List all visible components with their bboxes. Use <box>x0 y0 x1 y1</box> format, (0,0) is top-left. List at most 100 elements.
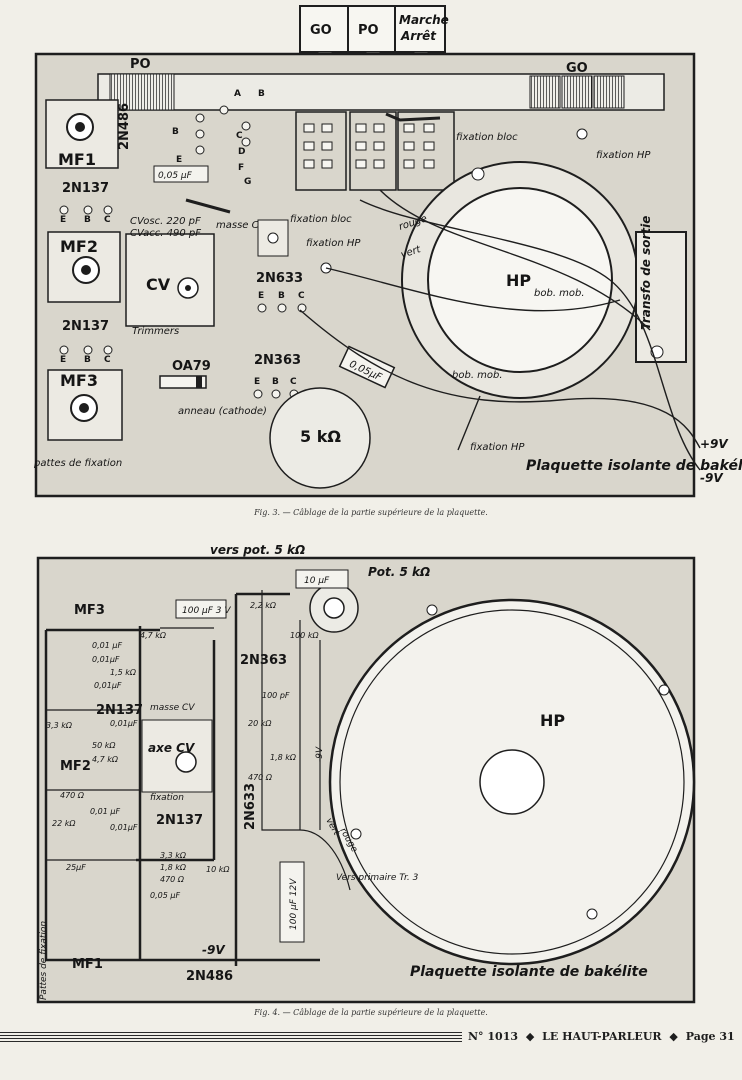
footer-rule <box>0 1032 462 1044</box>
svg-text:B: B <box>84 215 91 225</box>
axe-cv-label: axe CV <box>148 741 196 755</box>
page-footer: N° 1013 ◆ LE HAUT-PARLEUR ◆ Page 31 <box>0 1028 742 1048</box>
fixation-label: fixation <box>150 793 184 803</box>
t-2n137-label-1: 2N137 <box>62 181 109 196</box>
fixation-hp-label-2: fixation HP <box>306 238 361 249</box>
po-label: PO <box>130 57 151 72</box>
cap-10uf-label: 10 µF <box>304 576 330 586</box>
pattes-label-2: Pattes de fixation <box>39 921 49 1000</box>
switch-po-label: PO <box>358 23 379 38</box>
cv-osc-label: CVosc. 220 pF <box>130 216 201 227</box>
pot-5k-label: Pot. 5 kΩ <box>368 565 430 579</box>
component-value-label: 1,5 kΩ <box>110 668 137 677</box>
footer-diamond-2: ◆ <box>669 1030 678 1043</box>
figure-4-wiring-diagram: vers pot. 5 kΩ Pot. 5 kΩ HP 100 µF 3 V 1… <box>36 543 696 1004</box>
mf2-label-2: MF2 <box>60 759 91 774</box>
pattes-label: pattes de fixation <box>33 458 122 469</box>
svg-text:D: D <box>238 147 245 157</box>
component-value-label: 470 Ω <box>248 773 273 782</box>
component-value-label: 0,05 µF <box>150 891 180 900</box>
issue-number: N° 1013 <box>468 1030 518 1043</box>
svg-text:B: B <box>84 355 91 365</box>
svg-text:C: C <box>104 215 111 225</box>
svg-text:G: G <box>244 177 251 187</box>
t-2n633-label-2: 2N633 <box>243 783 258 830</box>
masse-cv-label-2: masse CV <box>150 703 195 713</box>
component-value-label: 470 Ω <box>160 875 185 884</box>
page-number: Page 31 <box>685 1030 735 1043</box>
t-2n363-label: 2N363 <box>254 353 301 368</box>
cv-acc-label: CVacc. 490 pF <box>130 228 201 239</box>
minus9v-label-2: -9V <box>202 943 226 957</box>
component-value-label: 100 kΩ <box>290 631 319 640</box>
component-value-label: 0,01µF <box>94 681 122 690</box>
mf1-label-2: MF1 <box>72 957 103 972</box>
component-value-label: 20 kΩ <box>248 719 272 728</box>
component-value-label: 4,7 kΩ <box>140 631 167 640</box>
anneau-label: anneau (cathode) <box>178 406 267 417</box>
component-value-label: 25µF <box>66 863 86 872</box>
footer-text: N° 1013 ◆ LE HAUT-PARLEUR ◆ Page 31 <box>468 1030 740 1043</box>
component-value-label: 1,8 kΩ <box>270 753 297 762</box>
svg-text:E: E <box>258 291 264 301</box>
fixation-hp-label-3: fixation HP <box>470 442 525 453</box>
go-coil <box>593 75 625 109</box>
trimmers-label: Trimmers <box>132 326 179 337</box>
fixation-bloc-label-2: fixation bloc <box>290 214 352 225</box>
switch-go-label: GO <box>310 23 332 38</box>
component-value-label: 470 Ω <box>60 791 85 800</box>
plaquette-label-4: Plaquette isolante de bakélite <box>410 964 648 980</box>
output-transformer <box>635 231 687 363</box>
component-value-label: 50 kΩ <box>92 741 116 750</box>
t-2n486-label: 2N486 <box>117 103 132 150</box>
mf2-label: MF2 <box>60 237 98 256</box>
t-2n633-label: 2N633 <box>256 271 303 286</box>
cap-005-2 <box>338 345 396 389</box>
switch-marche-label: Marche <box>399 13 449 27</box>
vers-pot-label: vers pot. 5 kΩ <box>210 543 305 557</box>
magazine-title: LE HAUT-PARLEUR <box>542 1030 662 1043</box>
svg-text:C: C <box>236 131 243 141</box>
bob-mob-label-2: bob. mob. <box>452 370 503 381</box>
component-value-label: 1,8 kΩ <box>160 863 187 872</box>
bob-mob-label-1: bob. mob. <box>534 288 585 299</box>
cap-005-label-1: 0,05 µF <box>158 171 193 181</box>
component-value-label: 0,01µF <box>110 823 138 832</box>
figure-4-caption: Fig. 4. — Câblage de la partie supérieur… <box>254 1008 488 1017</box>
svg-text:E: E <box>254 377 260 387</box>
svg-text:C: C <box>290 377 297 387</box>
pot-5k <box>269 387 371 489</box>
mf1-transformer <box>45 99 119 169</box>
cap-10uf <box>295 569 349 589</box>
svg-text:E: E <box>60 215 66 225</box>
figure-3-caption: Fig. 3. — Câblage de la partie supérieur… <box>254 508 488 517</box>
t-2n137-label-3: 2N137 <box>96 703 143 718</box>
svg-text:F: F <box>238 163 244 173</box>
pot-label: 5 kΩ <box>300 427 341 446</box>
plus9v-label: +9V <box>700 437 729 451</box>
minus9v-label: -9V <box>700 471 724 485</box>
svg-text:E: E <box>176 155 182 165</box>
mf1-label: MF1 <box>58 150 96 169</box>
hp-label-2: HP <box>540 711 565 730</box>
component-value-label: 0,01 µF <box>90 807 120 816</box>
plaquette-label-3: Plaquette isolante de bakélite <box>526 458 742 474</box>
cap-100uf <box>175 599 227 619</box>
component-value-label: 22 kΩ <box>52 819 76 828</box>
t-2n486-label-2: 2N486 <box>186 969 233 984</box>
go-label: GO <box>566 61 588 76</box>
t-2n137-label-2: 2N137 <box>62 319 109 334</box>
component-value-label: 10 kΩ <box>206 865 230 874</box>
po-coil <box>109 73 175 111</box>
cap-100uf-12v <box>279 861 305 943</box>
switch-arret-label: Arrêt <box>400 29 437 43</box>
cap-100uf-label: 100 µF 3 V <box>182 606 231 616</box>
minus9v-label-3: -9V <box>315 746 325 762</box>
mf3-label-2: MF3 <box>74 603 105 618</box>
svg-text:E: E <box>60 355 66 365</box>
mf2-transformer <box>47 231 121 303</box>
cv-label: CV <box>146 275 171 294</box>
diode-label: OA79 <box>172 359 211 374</box>
svg-text:B: B <box>272 377 279 387</box>
cv-tuning-capacitor <box>125 233 215 327</box>
